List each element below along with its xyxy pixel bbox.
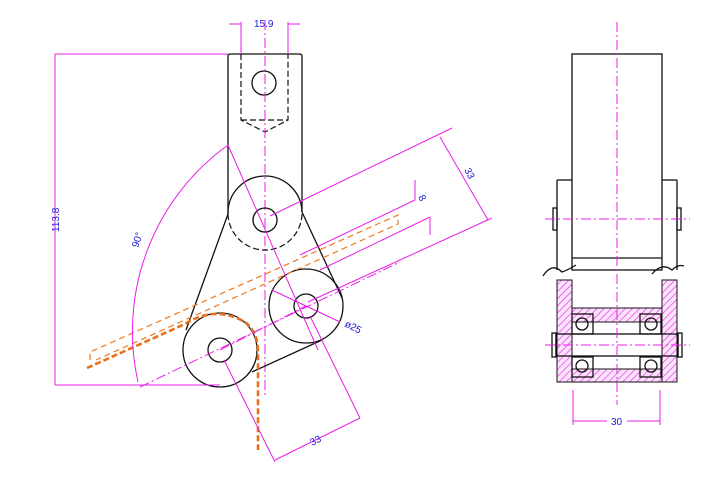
break-lines [542, 264, 685, 277]
housing-left [556, 279, 573, 383]
top-hole [251, 70, 277, 96]
angle-arc [131, 144, 229, 383]
dim-center-distance: 33 [308, 434, 323, 449]
housing-right [661, 279, 678, 383]
lower-wheel-hole [207, 337, 233, 363]
right-wheel [268, 268, 344, 344]
dim-line-33-lower [274, 417, 361, 461]
ext-line-2 [307, 217, 493, 303]
pivot-hole [252, 207, 278, 233]
ext-line-3 [223, 359, 276, 463]
angle-leg [227, 144, 319, 351]
dim-wheel-diameter: ø25 [343, 319, 364, 337]
dim-side-width: 30 [611, 417, 623, 428]
dim-overall-height: 113.8 [51, 207, 62, 232]
dim-top-width: 15.9 [254, 19, 274, 30]
front-view: 15.9 113.8 90° 33 8 ø25 33 [51, 19, 493, 463]
belt-path [86, 312, 260, 450]
link-edge-left [185, 213, 229, 331]
dim-offset-small: 8 [415, 193, 428, 203]
dim-offset-long: 33 [461, 166, 476, 181]
upright-arm [227, 53, 303, 214]
dim-angle: 90° [130, 231, 145, 249]
ext-line-1 [269, 127, 453, 217]
side-view: 30 [542, 22, 690, 428]
dia-leader [271, 289, 341, 323]
right-wheel-hole [293, 293, 319, 319]
belt-guide [89, 214, 399, 361]
link-edge-bottom [251, 339, 323, 373]
dim-line-33-upper [439, 136, 489, 221]
pivot-boss [227, 175, 303, 215]
